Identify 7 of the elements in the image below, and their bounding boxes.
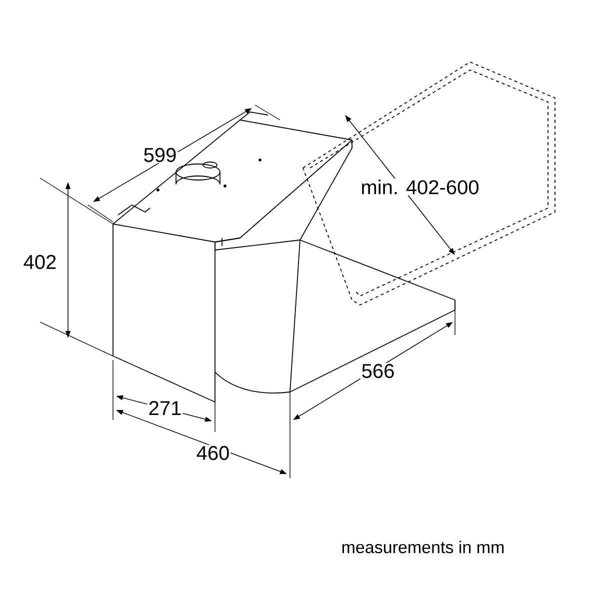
note-text: measurements in mm (340, 540, 506, 554)
dimension-label: min. 402-600 (360, 178, 480, 196)
dimension-label: 271 (147, 400, 183, 416)
dimension-label: 402 (22, 254, 58, 270)
dimension-label: 566 (360, 362, 396, 380)
dimension-label: 599 (142, 146, 178, 164)
dimension-label: 460 (195, 444, 231, 462)
